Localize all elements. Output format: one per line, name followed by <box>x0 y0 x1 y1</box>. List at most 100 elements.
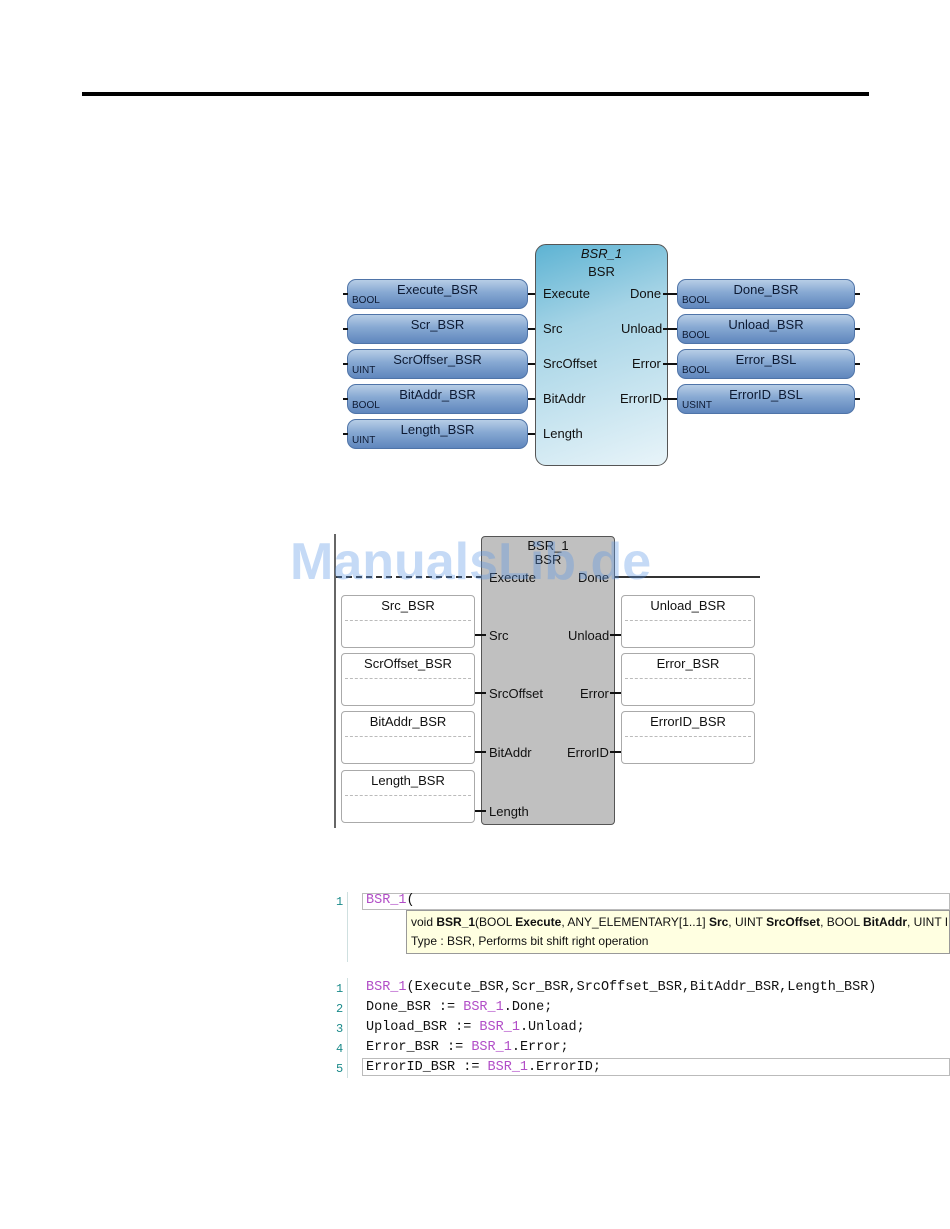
ld-left-rail <box>334 534 336 828</box>
pin-label-srcoffset: SrcOffset <box>543 356 597 371</box>
var-name: Unload_BSR <box>650 598 726 613</box>
wire <box>610 751 621 753</box>
connector-stub <box>343 433 348 435</box>
fbd-function-block[interactable]: BSR_1 BSR <box>535 244 668 466</box>
fbd-output-var-errorid[interactable]: ErrorID_BSL USINT <box>677 384 855 414</box>
block-instance-name: BSR_1 <box>580 246 623 261</box>
current-line-highlight <box>362 893 950 910</box>
wire <box>663 293 677 295</box>
code-line[interactable]: BSR_1(Execute_BSR,Scr_BSR,SrcOffset_BSR,… <box>366 980 877 995</box>
connector-stub <box>343 398 348 400</box>
var-name: BitAddr_BSR <box>399 387 476 402</box>
connector-stub <box>343 363 348 365</box>
var-name: Length_BSR <box>400 422 475 437</box>
var-name: Error_BSR <box>656 656 720 671</box>
wire <box>528 433 540 435</box>
var-name: Length_BSR <box>371 773 445 788</box>
wire <box>610 692 621 694</box>
pin-label-errorid: ErrorID <box>567 745 609 760</box>
pin-label-src: Src <box>489 628 509 643</box>
fbd-output-var-done[interactable]: Done_BSR BOOL <box>677 279 855 309</box>
connector-stub <box>855 293 860 295</box>
code-line[interactable]: BSR_1( <box>366 893 415 908</box>
block-type-name: BSR <box>588 264 615 279</box>
connector-stub <box>855 398 860 400</box>
editor-gutter <box>347 978 348 1078</box>
wire <box>528 363 540 365</box>
wire <box>663 328 677 330</box>
code-line[interactable]: Done_BSR := BSR_1.Done; <box>366 1000 553 1015</box>
ld-input-var-src[interactable]: Src_BSR <box>341 595 475 648</box>
fb-reference: BSR_1 <box>471 1040 512 1055</box>
tooltip-description: Type : BSR, Performs bit shift right ope… <box>411 934 649 948</box>
var-name: Execute_BSR <box>397 282 478 297</box>
code-line[interactable]: Error_BSR := BSR_1.Error; <box>366 1040 569 1055</box>
var-type: UINT <box>352 365 376 376</box>
pin-label-done: Done <box>578 570 610 585</box>
ld-input-var-bitaddr[interactable]: BitAddr_BSR <box>341 711 475 764</box>
fbd-input-var-execute[interactable]: Execute_BSR BOOL <box>347 279 528 309</box>
line-number: 3 <box>336 1022 344 1036</box>
var-name: ErrorID_BSL <box>729 387 803 402</box>
code-line[interactable]: ErrorID_BSR := BSR_1.ErrorID; <box>366 1060 601 1075</box>
page-header-rule <box>82 92 869 96</box>
code-line[interactable]: Upload_BSR := BSR_1.Unload; <box>366 1020 585 1035</box>
var-name: Done_BSR <box>733 282 799 297</box>
pin-label-execute: Execute <box>543 286 590 301</box>
var-name: Scr_BSR <box>410 317 465 332</box>
ld-input-var-srcoffset[interactable]: ScrOffset_BSR <box>341 653 475 706</box>
fbd-input-var-src[interactable]: Scr_BSR <box>347 314 528 344</box>
var-name: Error_BSL <box>735 352 797 367</box>
pin-label-srcoffset: SrcOffset <box>489 686 543 701</box>
fb-reference: BSR_1 <box>479 1020 520 1035</box>
var-name: ScrOffser_BSR <box>393 352 482 367</box>
var-type: USINT <box>682 400 712 411</box>
fbd-input-var-bitaddr[interactable]: BitAddr_BSR BOOL <box>347 384 528 414</box>
var-type: BOOL <box>682 295 710 306</box>
connector-stub <box>855 328 860 330</box>
var-name: BitAddr_BSR <box>369 714 447 729</box>
var-type: BOOL <box>352 295 380 306</box>
line-number: 5 <box>336 1062 344 1076</box>
fb-reference: BSR_1 <box>487 1060 529 1075</box>
ld-rung-line-right <box>615 576 760 578</box>
fb-reference: BSR_1 <box>366 980 407 995</box>
pin-label-execute: Execute <box>489 570 536 585</box>
ld-output-var-errorid[interactable]: ErrorID_BSR <box>621 711 755 764</box>
fbd-input-var-srcoffset[interactable]: ScrOffser_BSR UINT <box>347 349 528 379</box>
wire <box>475 810 486 812</box>
pin-label-errorid: ErrorID <box>620 391 662 406</box>
wire <box>528 328 540 330</box>
ld-input-var-length[interactable]: Length_BSR <box>341 770 475 823</box>
wire <box>610 634 621 636</box>
var-name: Unload_BSR <box>728 317 804 332</box>
watermark: ManualsLib.de <box>290 533 652 591</box>
fb-reference: BSR_1 <box>463 1000 504 1015</box>
pin-label-length: Length <box>489 804 529 819</box>
ld-output-var-error[interactable]: Error_BSR <box>621 653 755 706</box>
pin-label-length: Length <box>543 426 583 441</box>
line-number: 1 <box>336 895 344 909</box>
block-instance-name: BSR_1 <box>527 538 569 553</box>
pin-label-error: Error <box>580 686 609 701</box>
wire <box>475 634 486 636</box>
pin-label-done: Done <box>630 286 662 301</box>
fb-reference: BSR_1 <box>366 893 407 908</box>
connector-stub <box>343 293 348 295</box>
pin-label-unload: Unload <box>568 628 610 643</box>
ld-output-var-unload[interactable]: Unload_BSR <box>621 595 755 648</box>
fbd-output-var-error[interactable]: Error_BSL BOOL <box>677 349 855 379</box>
var-type: BOOL <box>682 330 710 341</box>
fbd-output-var-unload[interactable]: Unload_BSR BOOL <box>677 314 855 344</box>
tooltip-signature: void BSR_1(BOOL Execute, ANY_ELEMENTARY[… <box>411 915 949 929</box>
pin-label-error: Error <box>632 356 661 371</box>
fbd-input-var-length[interactable]: Length_BSR UINT <box>347 419 528 449</box>
line-number: 4 <box>336 1042 344 1056</box>
var-type: BOOL <box>682 365 710 376</box>
ld-function-block[interactable]: BSR_1 BSR <box>481 536 615 825</box>
line-number: 1 <box>336 982 344 996</box>
var-type: BOOL <box>352 400 380 411</box>
pin-label-bitaddr: BitAddr <box>489 745 532 760</box>
var-name: ScrOffset_BSR <box>364 656 452 671</box>
connector-stub <box>855 363 860 365</box>
